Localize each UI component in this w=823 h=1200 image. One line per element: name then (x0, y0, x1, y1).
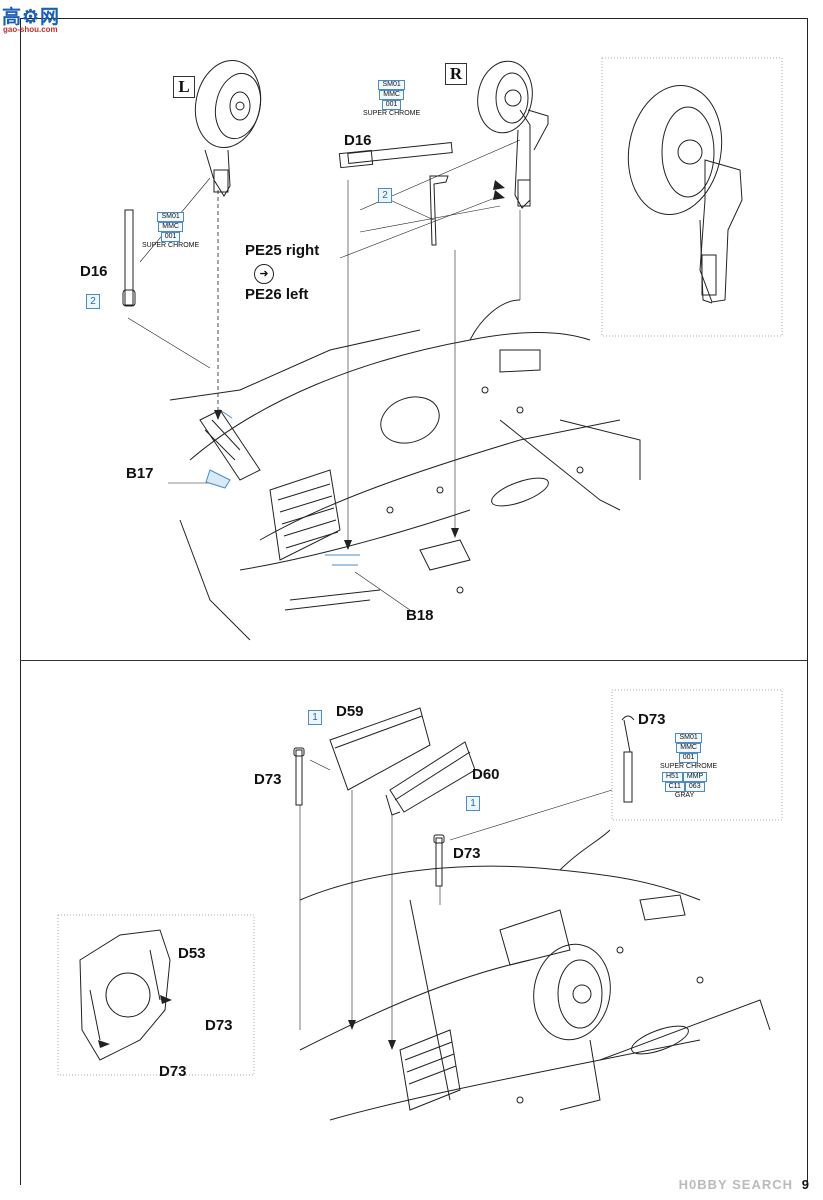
color-name-left: SUPER CHROME (142, 242, 200, 249)
section-divider (20, 660, 807, 661)
color-code-left-2: MMC (158, 222, 183, 232)
watermark: H0BBY SEARCH (678, 1177, 793, 1192)
color-code-top-2: MMC (379, 90, 404, 100)
step-number-2b: 2 (86, 294, 100, 309)
pe-bracket (429, 175, 449, 246)
strut-rod-left (122, 209, 136, 307)
part-label-d16-top: D16 (344, 132, 372, 149)
door-d59 (329, 707, 431, 791)
strut-rod-top (338, 142, 453, 169)
part-label-d73-detail-b: D73 (159, 1063, 187, 1080)
color-code-inset-a-2: MMC (676, 743, 701, 753)
brake-detail-d53 (79, 929, 171, 1061)
part-label-d60: D60 (472, 766, 500, 783)
color-name-inset-a: SUPER CHROME (660, 763, 718, 770)
detail-wheel (627, 84, 743, 304)
part-label-d59: D59 (336, 703, 364, 720)
page-number: 9 (801, 1177, 809, 1192)
part-label-b18: B18 (406, 607, 434, 624)
part-label-d73-right: D73 (453, 845, 481, 862)
color-code-top: SM01 MMC 001 SUPER CHROME (363, 80, 420, 118)
page-frame (20, 18, 808, 1185)
rod-d73-right (433, 834, 445, 887)
color-code-left: SM01 MMC 001 SUPER CHROME (142, 212, 199, 250)
door-d60 (385, 741, 476, 816)
side-left-marker: L (173, 76, 195, 98)
color-name-top: SUPER CHROME (363, 110, 421, 117)
site-logo-text: 高⚙网 (2, 7, 61, 28)
part-label-d73-left: D73 (254, 771, 282, 788)
part-label-d73-detail-a: D73 (205, 1017, 233, 1034)
fuselage-upper (169, 299, 641, 641)
color-code-inset-b-2: MMP (682, 772, 708, 782)
rod-d73-inset (621, 715, 635, 803)
color-code-inset-a: SM01 MMC 001 SUPER CHROME (660, 733, 717, 771)
color-code-inset-a-1: SM01 (675, 733, 702, 743)
part-label-d53: D53 (178, 945, 206, 962)
step-number-1a: 1 (308, 710, 322, 725)
site-logo-url: gao-shou.com (3, 25, 58, 34)
photo-etch-icon: ➜ (254, 264, 274, 284)
left-main-wheel (194, 59, 262, 197)
part-label-pe26: PE26 left (245, 286, 309, 303)
rod-d73-left (293, 747, 305, 806)
color-code-top-1: SM01 (378, 80, 405, 90)
part-label-d73-inset: D73 (638, 711, 666, 728)
color-code-left-3: 001 (160, 232, 181, 242)
color-code-left-1: SM01 (157, 212, 184, 222)
color-name-inset-b: GRAY (674, 792, 695, 799)
color-code-inset-b-3: C11 (664, 782, 685, 792)
color-code-top-3: 001 (381, 100, 402, 110)
site-logo: 高⚙网 gao-shou.com (2, 2, 72, 36)
fuselage-lower (299, 829, 771, 1121)
color-code-inset-a-3: 001 (678, 753, 699, 763)
step-number-2a: 2 (378, 188, 392, 203)
right-main-wheel (477, 60, 549, 209)
part-label-d16-left: D16 (80, 263, 108, 280)
color-code-inset-b-1: H51 (662, 772, 683, 782)
color-code-inset-b-4: 063 (684, 782, 705, 792)
step-number-1b: 1 (466, 796, 480, 811)
part-label-b17: B17 (126, 465, 154, 482)
part-label-pe25: PE25 right (245, 242, 320, 259)
side-right-marker: R (445, 63, 467, 85)
